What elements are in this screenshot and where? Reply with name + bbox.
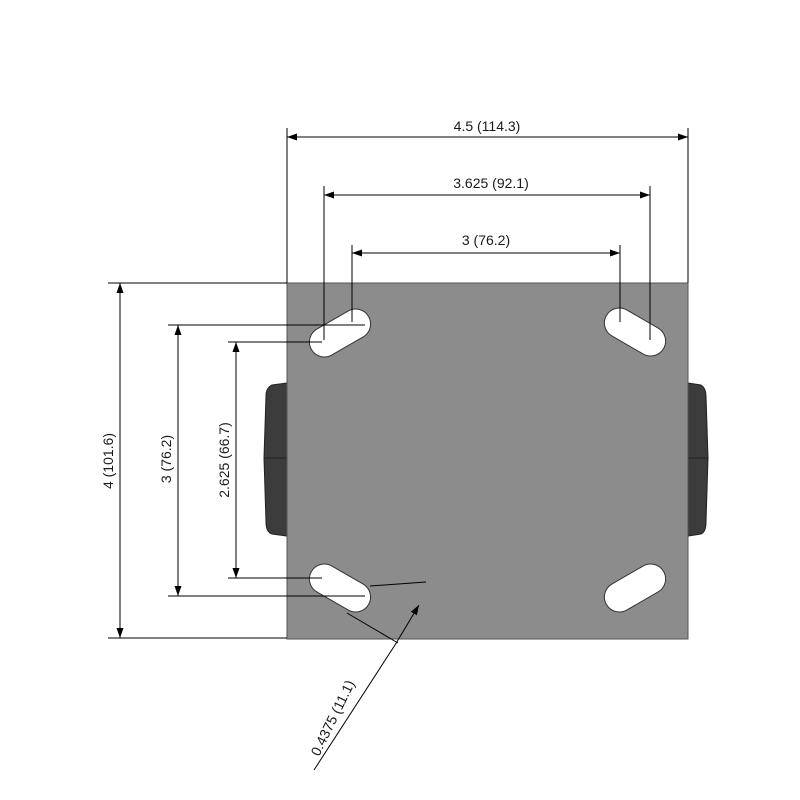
dim-overall-length: 4 (101.6) (100, 282, 287, 639)
dim-slot-vertical-inner: 2.625 (66.7) (216, 341, 322, 579)
dim-slot-vertical-outer-label: 3 (76.2) (158, 435, 174, 483)
dim-slot-inner-spacing: 3 (76.2) (351, 232, 621, 322)
slot-bottom-left (308, 563, 372, 613)
wheel-right-tread (687, 382, 709, 537)
dim-slot-inner-spacing-label: 3 (76.2) (462, 232, 510, 248)
wheel-left-tread (263, 382, 288, 537)
dim-slot-vertical-inner-label: 2.625 (66.7) (216, 422, 232, 498)
dim-overall-length-label: 4 (101.6) (100, 433, 116, 489)
slot-top-left (308, 308, 372, 358)
dim-slot-outer-spacing-label: 3.625 (92.1) (453, 175, 529, 191)
dim-slot-width-label: 0.4375 (11.1) (307, 677, 357, 758)
wheel-left (263, 382, 288, 537)
dim-slot-vertical-outer: 3 (76.2) (158, 324, 365, 597)
dim-overall-width-label: 4.5 (114.3) (454, 118, 521, 134)
slot-bottom-right (603, 563, 667, 613)
wheel-right (687, 382, 709, 537)
dim-overall-width: 4.5 (114.3) (286, 118, 689, 283)
dim-slot-outer-spacing: 3.625 (92.1) (323, 175, 651, 340)
